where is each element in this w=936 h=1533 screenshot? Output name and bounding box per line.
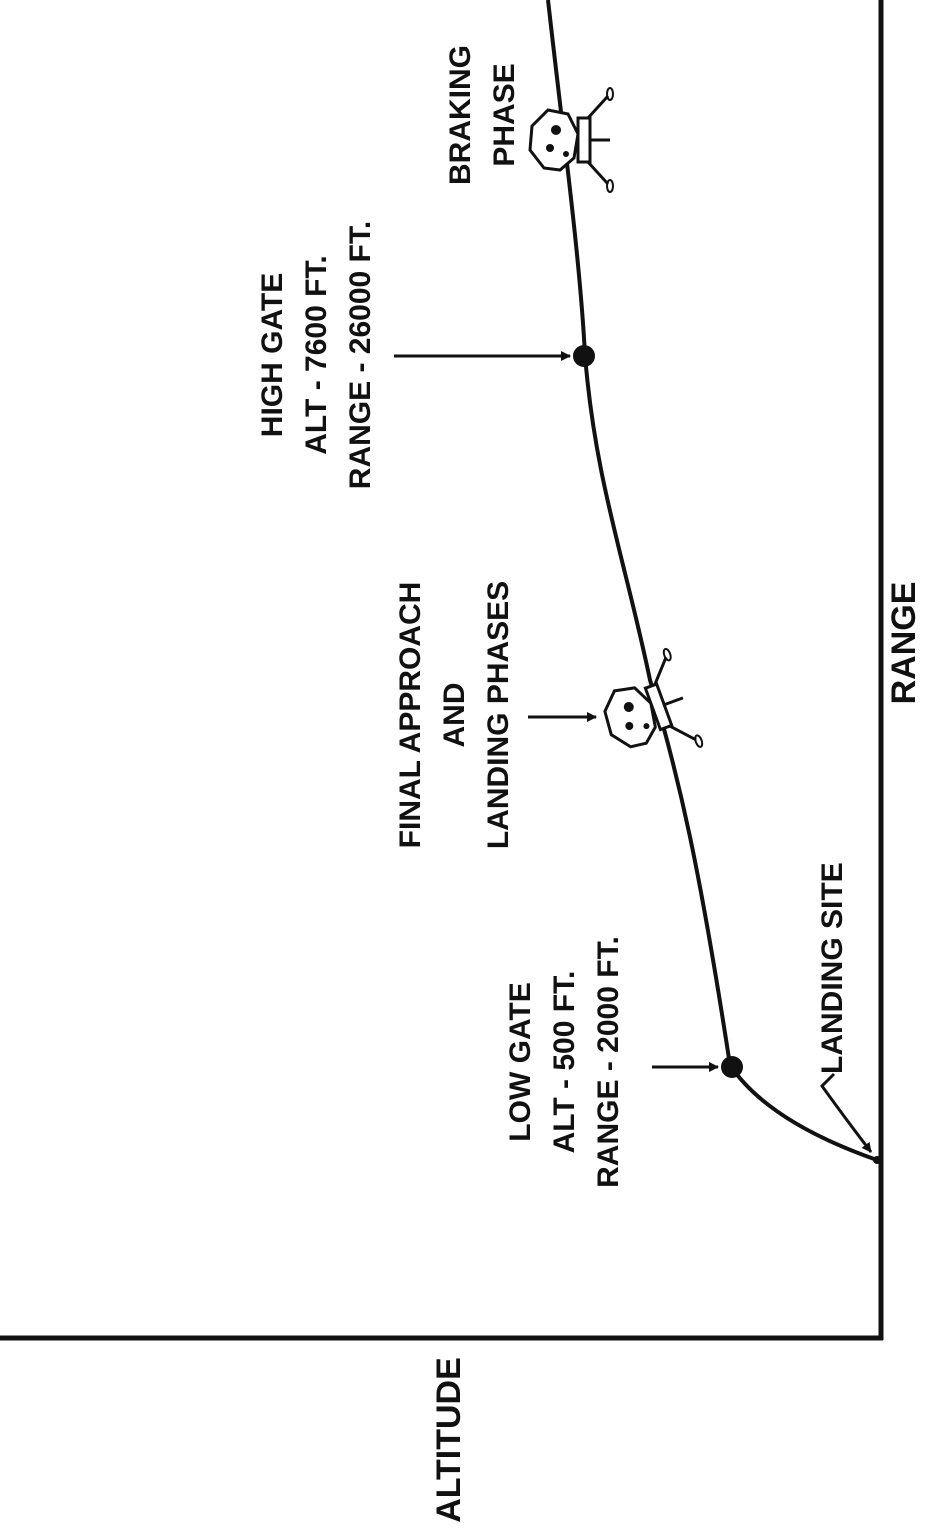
high-gate-range: RANGE - 26000 FT. — [344, 221, 377, 489]
descent-trajectory — [546, 0, 878, 1162]
high-gate-title: HIGH GATE — [256, 273, 289, 437]
landing-site-label-group: LANDING SITE — [816, 862, 849, 1074]
final-approach-line3: LANDING PHASES — [482, 581, 515, 849]
lunar-module-final-approach-icon — [603, 647, 704, 749]
low-gate-label: LOW GATE ALT - 500 FT. RANGE - 2000 FT. — [504, 936, 625, 1188]
lunar-module-braking-icon — [528, 87, 614, 193]
low-gate-range: RANGE - 2000 FT. — [592, 936, 625, 1188]
low-gate-dot — [721, 1056, 743, 1078]
final-approach-line1: FINAL APPROACH — [394, 582, 427, 849]
high-gate-alt: ALT - 7600 FT. — [300, 255, 333, 454]
altitude-axis-label: ALTITUDE — [430, 1357, 468, 1523]
landing-site-arrow — [820, 1072, 873, 1153]
low-gate-title: LOW GATE — [504, 982, 537, 1141]
altitude-axis-label-group: ALTITUDE — [430, 1357, 468, 1523]
landing-site-label: LANDING SITE — [816, 862, 849, 1074]
braking-phase-label: BRAKING PHASE — [444, 45, 521, 185]
low-gate-alt: ALT - 500 FT. — [548, 971, 581, 1154]
high-gate-label: HIGH GATE ALT - 7600 FT. RANGE - 26000 F… — [256, 221, 377, 489]
braking-phase-line2: PHASE — [488, 63, 521, 166]
range-axis-label-group: RANGE — [885, 582, 923, 705]
final-approach-label: FINAL APPROACH AND LANDING PHASES — [394, 581, 515, 849]
braking-phase-line1: BRAKING — [444, 45, 477, 185]
range-axis-label: RANGE — [885, 582, 923, 705]
high-gate-dot — [573, 345, 595, 367]
landing-site-dot — [873, 1156, 881, 1164]
final-approach-line2: AND — [438, 683, 471, 748]
